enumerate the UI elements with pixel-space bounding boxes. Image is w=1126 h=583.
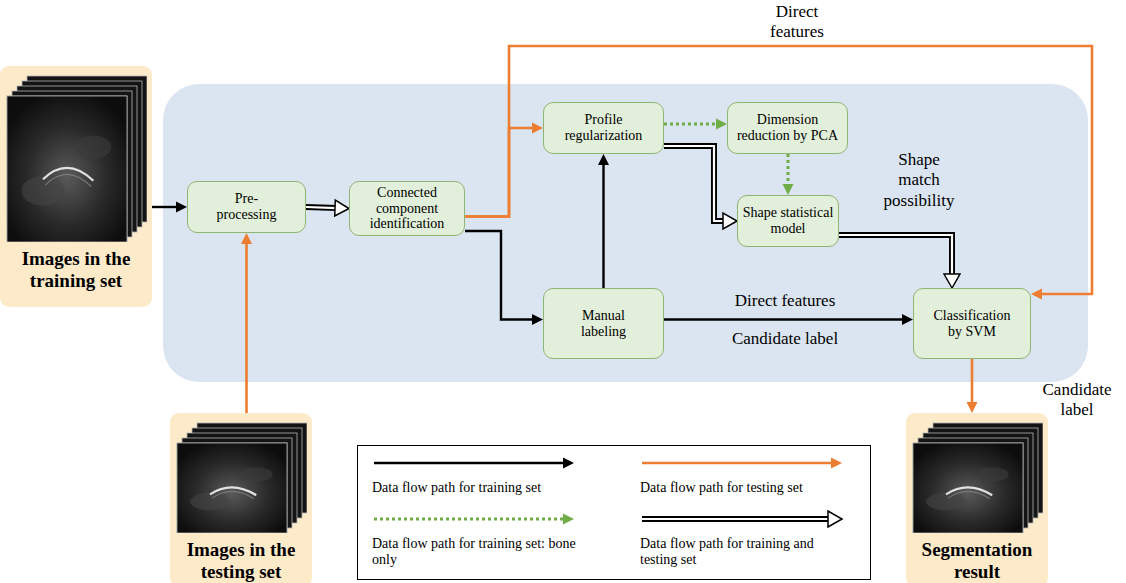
legend-arrow [642,458,842,469]
flow-connector [465,46,1092,300]
legend-text: Data flow path for training set: bone on… [372,536,577,568]
process-box: Profile regularization [543,102,664,154]
arrow-head [902,314,913,325]
arrow-head [967,402,978,413]
box-label: Pre- processing [207,191,287,222]
connector-line [465,46,1092,294]
arrow-head [723,213,737,229]
connector-line [602,162,604,288]
legend-box: Data flow path for training setData flow… [357,445,871,580]
connector-line [642,516,830,522]
connector-line [306,207,337,208]
arrow-head [828,511,842,527]
connector-line [374,462,566,464]
flow-connector [465,231,543,325]
arrow-head [532,314,543,325]
box-label: Profile regularization [549,112,659,143]
ultrasound-image-stack [5,74,147,242]
arrow-head [563,514,574,525]
flow-connector [306,200,349,216]
box-label: Manual labeling [569,308,639,339]
flow-connector [598,154,609,288]
legend-item: Data flow path for training set: bone on… [372,510,602,568]
arrow-head [831,458,842,469]
arrow-head [598,154,609,165]
arrow-head [944,274,960,288]
arrow-head [532,123,543,134]
arrow-head [1031,289,1042,300]
legend-arrow [374,514,574,525]
image-caption: Images in the training set [5,248,147,292]
legend-sample [640,454,845,472]
image-caption: Images in the testing set [175,539,307,583]
connector-line-inner [839,235,952,276]
legend-text: Data flow path for testing set [640,480,862,496]
flow-connector [783,154,794,195]
flow-connector [664,119,727,130]
ultrasound-image-stack [175,421,307,533]
edge-label: Candidate label [1032,380,1122,421]
legend-text: Data flow path for training and testing … [640,536,845,568]
image-panel: Images in the training set [0,66,152,307]
arrow-head [563,458,574,469]
process-box: Classification by SVM [913,288,1031,359]
ultrasound-image-stack [911,421,1043,533]
arrow-head [783,184,794,195]
connector-line [374,518,566,521]
legend-sample [372,454,577,472]
connector-line [245,241,248,413]
connector-line-inner [642,518,830,520]
connector-line [465,231,535,319]
connector-line [839,235,952,276]
connector-line-inner [664,146,725,221]
flow-connector [241,233,252,413]
edge-label: Direct features [750,2,844,43]
edge-label: Shape match possibility [876,150,962,211]
connector-line [664,318,905,320]
flow-connector [839,235,960,288]
flow-connector [664,146,737,229]
image-caption: Segmentation result [911,539,1043,583]
flow-connector [465,123,543,217]
arrow-head [176,202,187,213]
image-panel: Segmentation result [906,413,1048,583]
connector-line [642,462,834,465]
legend-item: Data flow path for training set [372,454,602,496]
legend-sample [640,510,845,528]
connector-line [787,154,790,187]
legend-item: Data flow path for testing set [640,454,862,496]
legend-arrow [642,511,842,527]
edge-label: Direct features [700,291,870,311]
image-panel: Images in the testing set [170,413,312,583]
box-label: Dimension reduction by PCA [732,112,843,143]
connector-line [664,146,725,221]
box-label: Classification by SVM [927,308,1017,339]
flow-label: Candidate label [700,329,870,349]
process-box: Pre- processing [187,181,306,233]
connector-line [971,359,974,405]
flow-connector [664,314,913,325]
box-label: Shape statistical model [742,205,834,236]
connector-line [152,206,179,208]
process-box: Shape statistical model [737,195,839,247]
process-box: Connected component identification [349,181,465,236]
connector-line [664,123,719,126]
process-region [163,84,1088,382]
process-box: Dimension reduction by PCA [727,102,848,154]
legend-sample [372,510,577,528]
connector-line-inner [306,207,337,208]
connector-line [465,128,535,217]
flow-connector [967,359,978,413]
arrow-head [241,233,252,244]
legend-arrow [374,458,574,469]
arrow-head [335,200,349,216]
flow-connector [152,202,187,213]
legend-item: Data flow path for training and testing … [640,510,862,568]
legend-text: Data flow path for training set [372,480,602,496]
arrow-head [716,119,727,130]
box-label: Connected component identification [354,185,460,232]
process-box: Manual labeling [543,288,664,359]
